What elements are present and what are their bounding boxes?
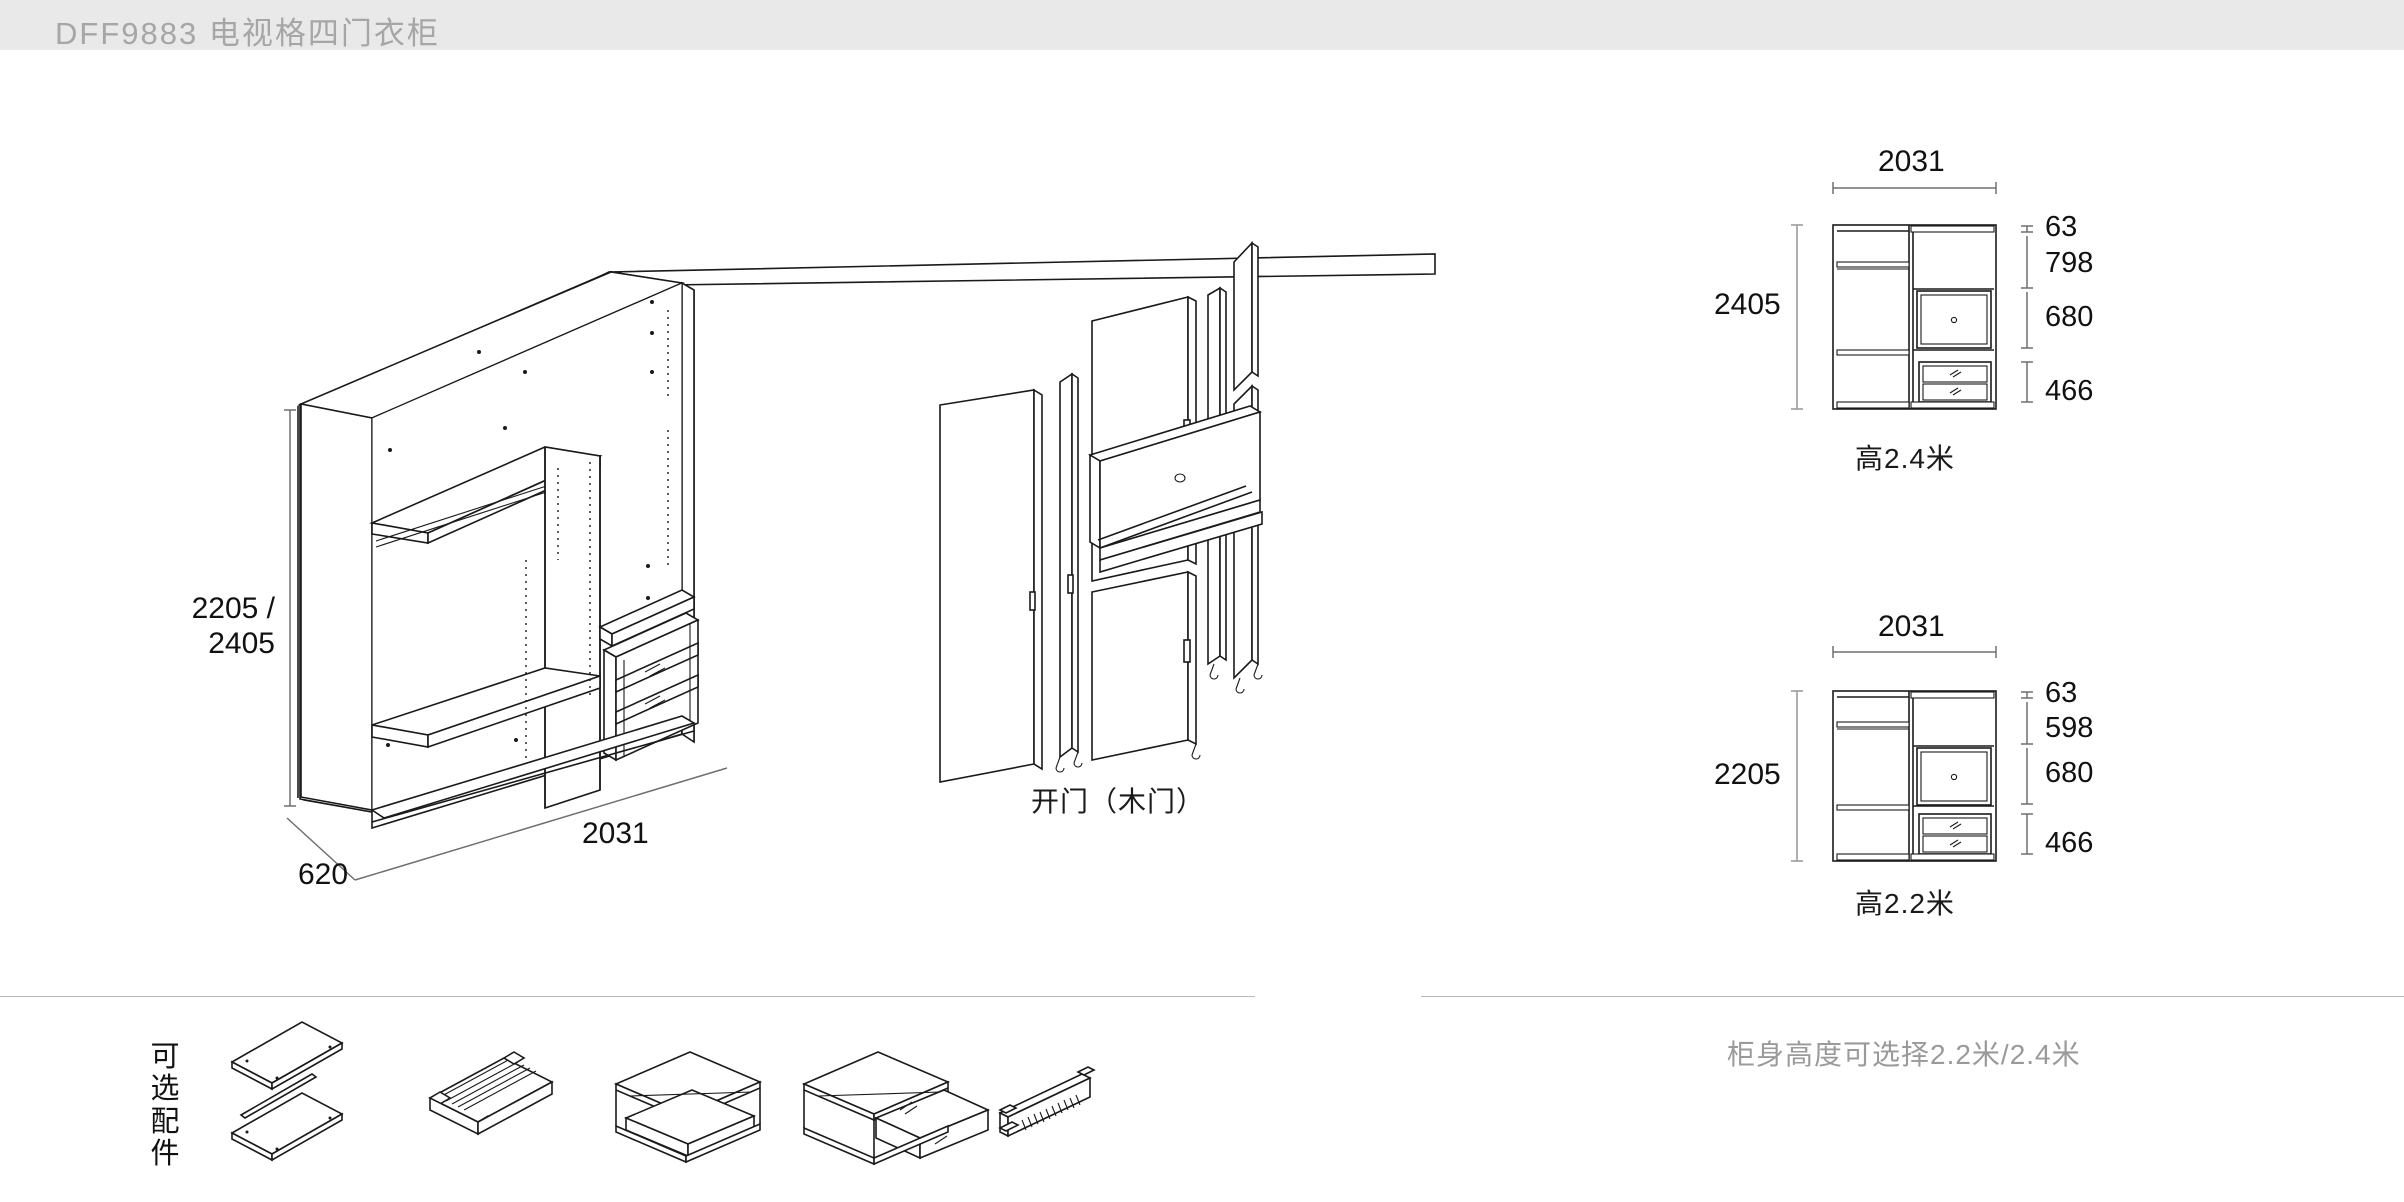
elevation-2405-seg-466: 466 <box>2045 375 2094 407</box>
accessories-label-char-2: 选 <box>150 1073 180 1106</box>
header-bar <box>0 0 2404 50</box>
pullout-trouser-rack-accessory <box>428 1051 554 1136</box>
cabinet-carcass <box>297 253 1436 813</box>
elevation-2205-seg-680: 680 <box>2045 757 2094 789</box>
tie-belt-rack-accessory <box>998 1066 1096 1138</box>
elevation-2405-height: 2405 <box>1714 288 1781 321</box>
door-panels-group <box>939 240 1263 783</box>
elevation-2205-width: 2031 <box>1878 610 1945 643</box>
elevation-2405-seg-680: 680 <box>2045 301 2094 333</box>
main-height-dimension: 2205 / 2405 <box>175 592 275 661</box>
elevation-2205-caption: 高2.2米 <box>1855 888 1955 919</box>
divider-right <box>1421 996 2404 997</box>
page-title: DFF9883 电视格四门衣柜 <box>55 16 440 51</box>
elevation-2205-seg-466: 466 <box>2045 827 2094 859</box>
elevation-2405-caption: 高2.4米 <box>1855 443 1955 474</box>
cabinet-body-main <box>297 271 683 813</box>
elevation-2405-body <box>1791 182 2033 410</box>
wardrobe-isometric-detail <box>298 271 700 830</box>
shelf-boards-accessory <box>230 1021 344 1162</box>
elevation-2405-seg-798: 798 <box>2045 247 2094 279</box>
accessories-label: 可 选 配 件 <box>148 1041 182 1171</box>
height-option-note: 柜身高度可选择2.2米/2.4米 <box>1727 1039 2081 1070</box>
main-depth-dimension: 620 <box>298 858 349 891</box>
main-width-dimension: 2031 <box>582 817 649 850</box>
glass-front-drawer-accessory <box>801 1051 991 1166</box>
accessories-label-char-4: 件 <box>150 1138 180 1171</box>
main-height-line1: 2205 / <box>191 592 275 625</box>
open-drawer-unit-accessory <box>613 1051 763 1164</box>
elevation-2205-seg-598: 598 <box>2045 712 2094 744</box>
elevation-2205-body <box>1791 646 2033 862</box>
accessories-label-char-1: 可 <box>150 1041 180 1073</box>
main-height-line2: 2405 <box>208 626 275 660</box>
elevation-2405-width: 2031 <box>1878 145 1945 178</box>
elevation-2205-height: 2205 <box>1714 758 1781 791</box>
door-view-caption: 开门（木门） <box>1031 786 1206 817</box>
main-dimension-lines <box>284 409 728 881</box>
elevation-2205-seg-63: 63 <box>2045 677 2078 709</box>
accessories-label-char-3: 配 <box>150 1105 180 1138</box>
elevation-2405-seg-63: 63 <box>2045 211 2078 243</box>
divider-left <box>0 996 1255 997</box>
